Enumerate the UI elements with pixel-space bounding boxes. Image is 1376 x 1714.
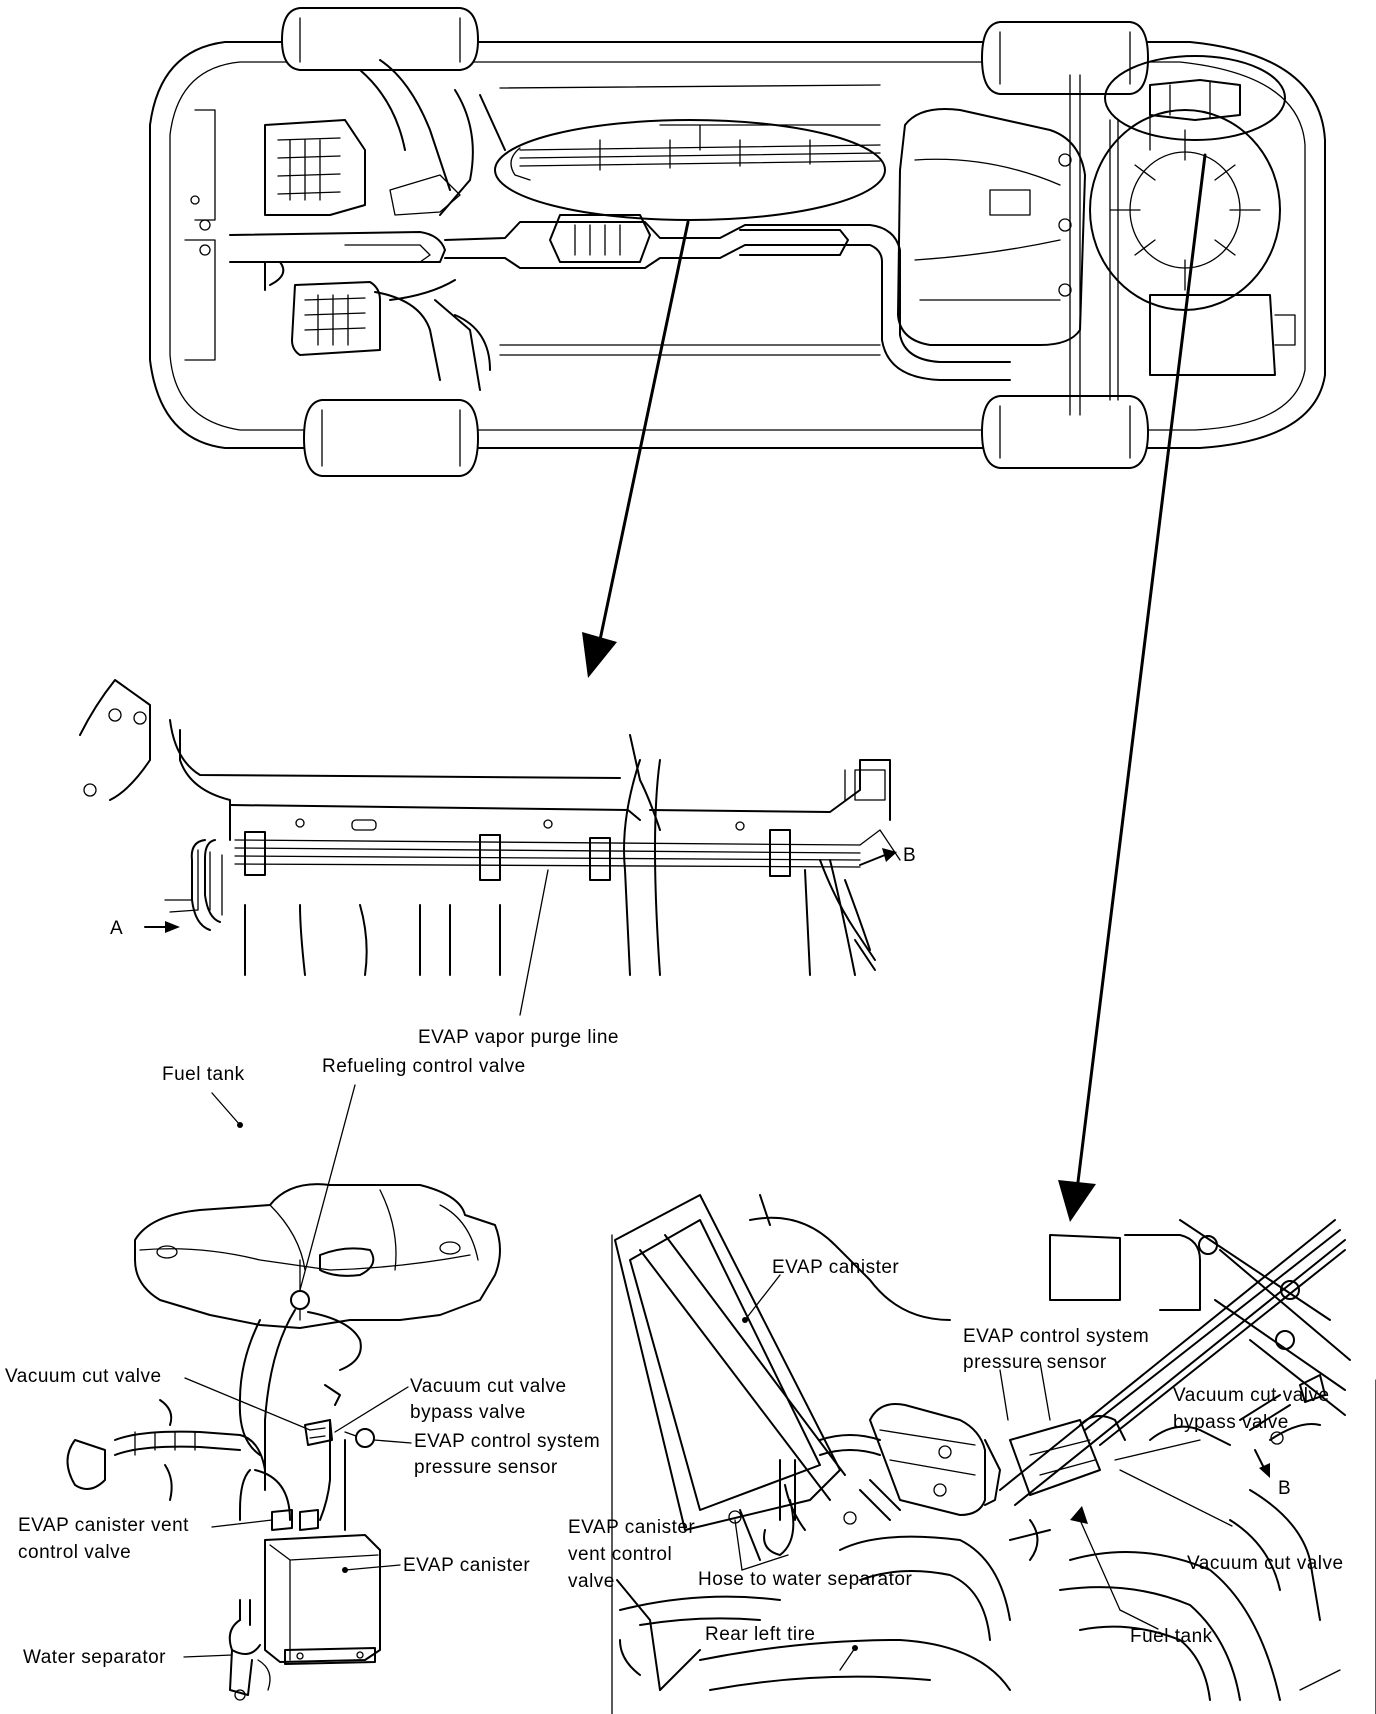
purge-line-highlight (494, 119, 886, 221)
label-bypass-valve-left-1: Vacuum cut valve (410, 1376, 567, 1397)
label-evap-canister-right: EVAP canister (772, 1257, 899, 1278)
label-bypass-valve-right-2: bypass valve (1173, 1412, 1289, 1433)
label-b-middle: B (903, 845, 916, 866)
label-b-right: B (1278, 1478, 1291, 1499)
label-fuel-tank-right: Fuel tank (1130, 1626, 1213, 1647)
front-left-tire (281, 7, 479, 71)
label-hose-to-water-separator: Hose to water separator (698, 1569, 912, 1590)
evap-canister-right (614, 1194, 846, 1531)
arrow-to-purge-line (582, 220, 690, 678)
label-vent-control-right-2: vent control (568, 1544, 672, 1565)
front-right-tire (303, 399, 479, 477)
purge-line-top (510, 124, 881, 181)
label-a: A (110, 918, 123, 939)
label-vent-control-right-1: EVAP canister (568, 1517, 695, 1538)
engine-assembly (229, 59, 506, 391)
label-bypass-valve-right-1: Vacuum cut valve (1173, 1385, 1330, 1406)
label-refueling-control-valve: Refueling control valve (322, 1056, 526, 1077)
rear-right-tire (981, 21, 1149, 95)
label-vent-control-right-3: valve (568, 1571, 615, 1592)
purge-line-detail-illustration (79, 679, 901, 976)
label-bypass-valve-left-2: bypass valve (410, 1402, 526, 1423)
rear-left-tire (981, 395, 1149, 469)
purge-line-tubes (164, 829, 901, 931)
evap-canister-left (264, 1534, 381, 1665)
vehicle-underbody-illustration (149, 7, 1326, 1222)
label-pressure-sensor-right-1: EVAP control system (963, 1326, 1149, 1347)
label-vacuum-cut-valve-right: Vacuum cut valve (1187, 1553, 1344, 1574)
exhaust-line (444, 214, 1011, 381)
label-pressure-sensor-left-2: pressure sensor (414, 1457, 558, 1478)
canister-area-highlight (1104, 55, 1286, 141)
label-evap-vapor-purge-line: EVAP vapor purge line (418, 1027, 619, 1048)
fuel-tank-assembly-illustration (66, 1183, 501, 1701)
canister-detail-illustration (611, 1194, 1376, 1714)
fuel-tank-top (897, 108, 1086, 346)
label-evap-canister-left: EVAP canister (403, 1555, 530, 1576)
arrow-to-canister (1058, 153, 1207, 1222)
label-vent-control-valve-left-1: EVAP canister vent (18, 1515, 189, 1536)
label-fuel-tank-left: Fuel tank (162, 1064, 245, 1085)
label-vent-control-valve-left-2: control valve (18, 1542, 131, 1563)
label-water-separator: Water separator (23, 1647, 166, 1668)
label-rear-left-tire: Rear left tire (705, 1624, 815, 1645)
label-pressure-sensor-left-1: EVAP control system (414, 1431, 600, 1452)
canister-box-top (1149, 294, 1296, 376)
label-vacuum-cut-valve-left: Vacuum cut valve (5, 1366, 162, 1387)
label-pressure-sensor-right-2: pressure sensor (963, 1352, 1107, 1373)
